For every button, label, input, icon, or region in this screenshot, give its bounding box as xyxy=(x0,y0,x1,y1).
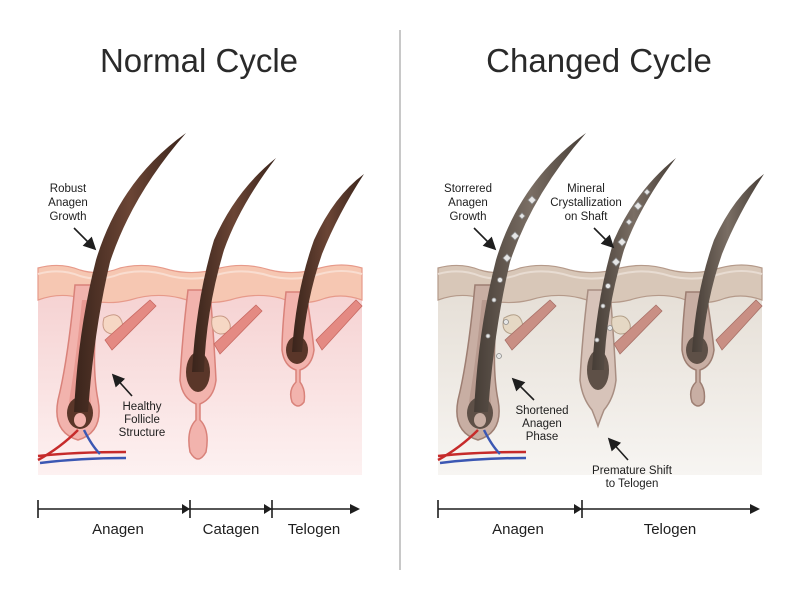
phase-label-anagen-normal: Anagen xyxy=(92,521,144,538)
annotation-storrered-anagen-line2: Anagen xyxy=(448,197,488,209)
arrow-robust-anagen xyxy=(73,227,97,251)
timeline-changed xyxy=(437,500,760,518)
annotation-shortened-line2: Anagen xyxy=(522,418,562,430)
phase-label-telogen-changed: Telogen xyxy=(644,521,697,538)
annotation-mineral-line1: Mineral xyxy=(567,183,605,195)
arrow-premature xyxy=(607,437,629,461)
annotation-healthy-follicle-line1: Healthy xyxy=(123,401,162,413)
arrow-mineral xyxy=(593,227,615,249)
hair-shaft-catagen-normal xyxy=(192,158,276,372)
arrow-shortened xyxy=(511,377,535,401)
annotation-storrered-anagen-line1: Storrered xyxy=(444,183,492,195)
annotation-healthy-follicle-line3: Structure xyxy=(119,427,166,439)
annotation-mineral-line2: Crystallization xyxy=(550,197,622,209)
annotation-premature-line2: to Telogen xyxy=(606,478,659,490)
timeline-normal xyxy=(37,500,360,518)
hair-shaft-premature-telogen xyxy=(592,158,676,370)
phase-label-anagen-changed: Anagen xyxy=(492,521,544,538)
hair-shaft-telogen-normal xyxy=(292,174,364,352)
annotation-shortened-line1: Shortened xyxy=(515,405,568,417)
hair-shaft-telogen-changed xyxy=(692,174,764,352)
arrow-storrered-anagen xyxy=(473,227,497,251)
annotation-robust-anagen-line2: Anagen xyxy=(48,197,88,209)
left-panel-title: Normal Cycle xyxy=(100,42,298,79)
annotation-robust-anagen-line1: Robust xyxy=(50,183,87,195)
arrow-healthy-follicle xyxy=(111,373,133,397)
annotation-robust-anagen-line3: Growth xyxy=(49,211,86,223)
right-panel-title: Changed Cycle xyxy=(486,42,712,79)
mineral-crystals xyxy=(485,188,651,359)
phase-label-telogen-normal: Telogen xyxy=(288,521,341,538)
annotation-storrered-anagen-line3: Growth xyxy=(449,211,486,223)
phase-label-catagen-normal: Catagen xyxy=(203,521,260,538)
annotation-mineral-line3: on Shaft xyxy=(565,211,609,223)
annotation-healthy-follicle-line2: Follicle xyxy=(124,414,160,426)
annotation-shortened-line3: Phase xyxy=(526,431,559,443)
annotation-premature-line1: Premature Shift xyxy=(592,465,673,477)
hair-shaft-anagen-changed xyxy=(474,133,586,412)
hair-shaft-anagen-normal xyxy=(74,133,186,412)
